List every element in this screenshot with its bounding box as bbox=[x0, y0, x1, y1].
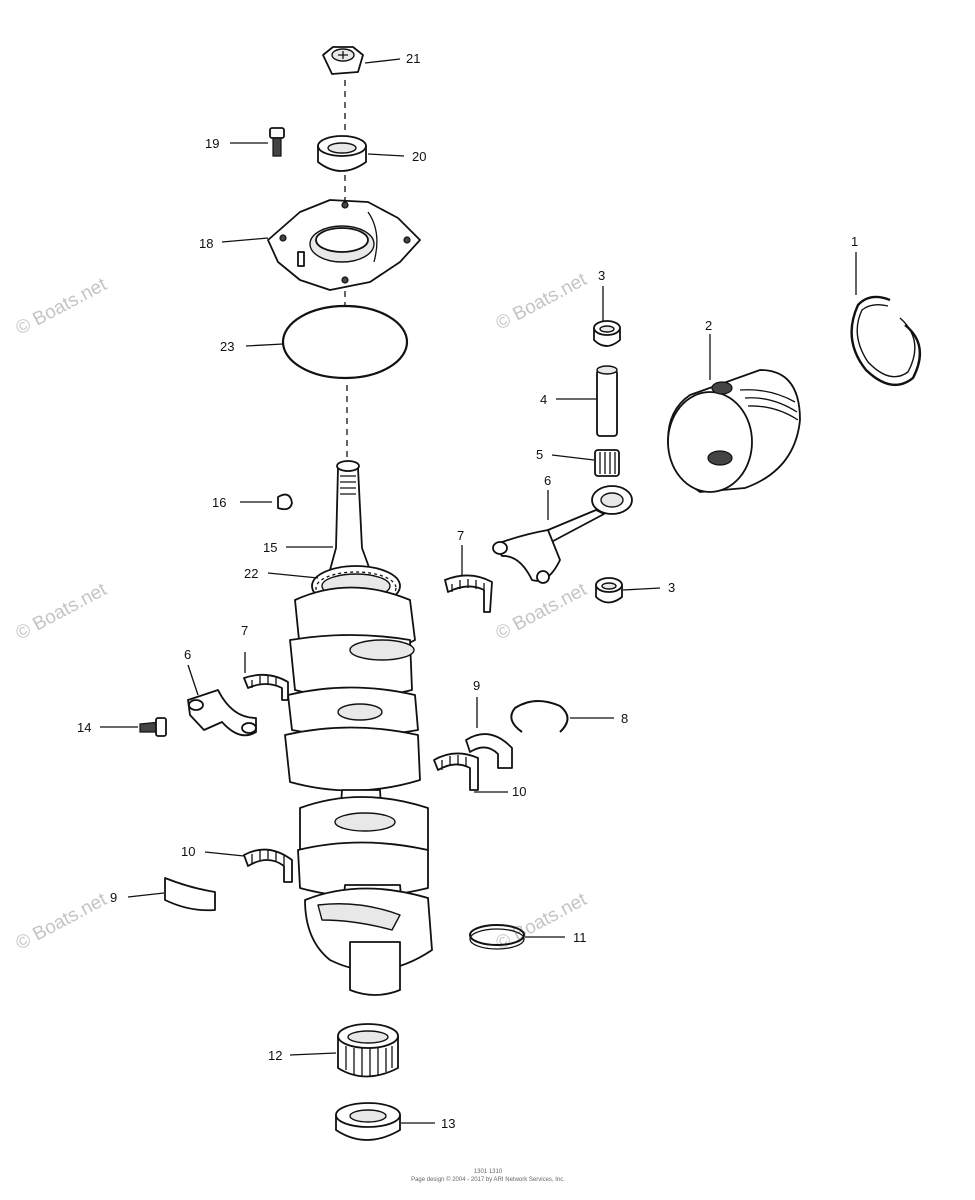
connecting-rod-part[interactable] bbox=[492, 485, 633, 584]
callout-12: 12 bbox=[268, 1048, 282, 1063]
callout-2: 2 bbox=[705, 318, 712, 333]
callout-labels: 1 2 3 3 4 5 6 6 7 7 8 9 9 10 10 11 12 13… bbox=[77, 51, 858, 1131]
callout-10: 10 bbox=[181, 844, 195, 859]
needle-cage-right-part[interactable] bbox=[433, 752, 479, 791]
thrust-washer-lower-part[interactable] bbox=[595, 577, 623, 604]
callout-16: 16 bbox=[212, 495, 226, 510]
callout-4: 4 bbox=[540, 392, 547, 407]
watermark: © Boats.net bbox=[492, 269, 590, 335]
watermark: © Boats.net bbox=[492, 579, 590, 645]
assembly-axis bbox=[344, 80, 348, 460]
leader-lines bbox=[100, 58, 857, 1124]
rod-screw-part[interactable] bbox=[139, 717, 167, 737]
rod-cap-part[interactable] bbox=[187, 689, 257, 737]
footer-code: 1301 1310 bbox=[474, 1169, 503, 1175]
callout-9: 9 bbox=[473, 678, 480, 693]
footer-copyright: Page design © 2004 - 2017 by ARI Network… bbox=[411, 1176, 565, 1183]
bearing-cage-left-part[interactable] bbox=[243, 673, 289, 701]
piston-part[interactable] bbox=[667, 369, 801, 493]
watermark: © Boats.net bbox=[12, 274, 110, 340]
callout-14: 14 bbox=[77, 720, 91, 735]
watermark: © Boats.net bbox=[12, 579, 110, 645]
wrist-pin-part[interactable] bbox=[596, 365, 618, 437]
piston-ring-part[interactable] bbox=[850, 295, 922, 387]
needle-cage-left-part[interactable] bbox=[243, 848, 293, 883]
callout-18: 18 bbox=[199, 236, 213, 251]
callout-7: 7 bbox=[241, 623, 248, 638]
bearing-cage-right-part[interactable] bbox=[444, 574, 493, 613]
callout-5: 5 bbox=[536, 447, 543, 462]
callout-8: 8 bbox=[621, 711, 628, 726]
nut-part[interactable] bbox=[322, 46, 364, 75]
callout-19: 19 bbox=[205, 136, 219, 151]
callout-3: 3 bbox=[598, 268, 605, 283]
thrust-washer-upper-part[interactable] bbox=[593, 320, 621, 347]
needle-bearing-part[interactable] bbox=[594, 449, 620, 477]
callout-7: 7 bbox=[457, 528, 464, 543]
callout-22: 22 bbox=[244, 566, 258, 581]
callout-13: 13 bbox=[441, 1116, 455, 1131]
o-ring-part[interactable] bbox=[281, 304, 409, 380]
bearing-race-right-part[interactable] bbox=[465, 733, 513, 769]
snap-ring-part[interactable] bbox=[469, 924, 525, 950]
oil-seal-part[interactable] bbox=[335, 1102, 401, 1141]
callout-9: 9 bbox=[110, 890, 117, 905]
callout-10: 10 bbox=[512, 784, 526, 799]
retaining-ring-part[interactable] bbox=[510, 700, 569, 733]
callout-15: 15 bbox=[263, 540, 277, 555]
callout-21: 21 bbox=[406, 51, 420, 66]
roller-bearing-part[interactable] bbox=[337, 1023, 399, 1078]
callout-6: 6 bbox=[544, 473, 551, 488]
bearing-race-left-part[interactable] bbox=[164, 877, 216, 912]
woodruff-key-part[interactable] bbox=[277, 493, 293, 511]
bolt-part[interactable] bbox=[269, 127, 285, 157]
callout-20: 20 bbox=[412, 149, 426, 164]
seal-ring-part[interactable] bbox=[317, 135, 367, 172]
callout-1: 1 bbox=[851, 234, 858, 249]
crankshaft-part[interactable] bbox=[284, 460, 433, 996]
callout-11: 11 bbox=[573, 930, 587, 945]
end-cap-part[interactable] bbox=[267, 199, 421, 291]
callout-23: 23 bbox=[220, 339, 234, 354]
callout-3: 3 bbox=[668, 580, 675, 595]
watermark: © Boats.net bbox=[12, 889, 110, 955]
callout-6: 6 bbox=[184, 647, 191, 662]
